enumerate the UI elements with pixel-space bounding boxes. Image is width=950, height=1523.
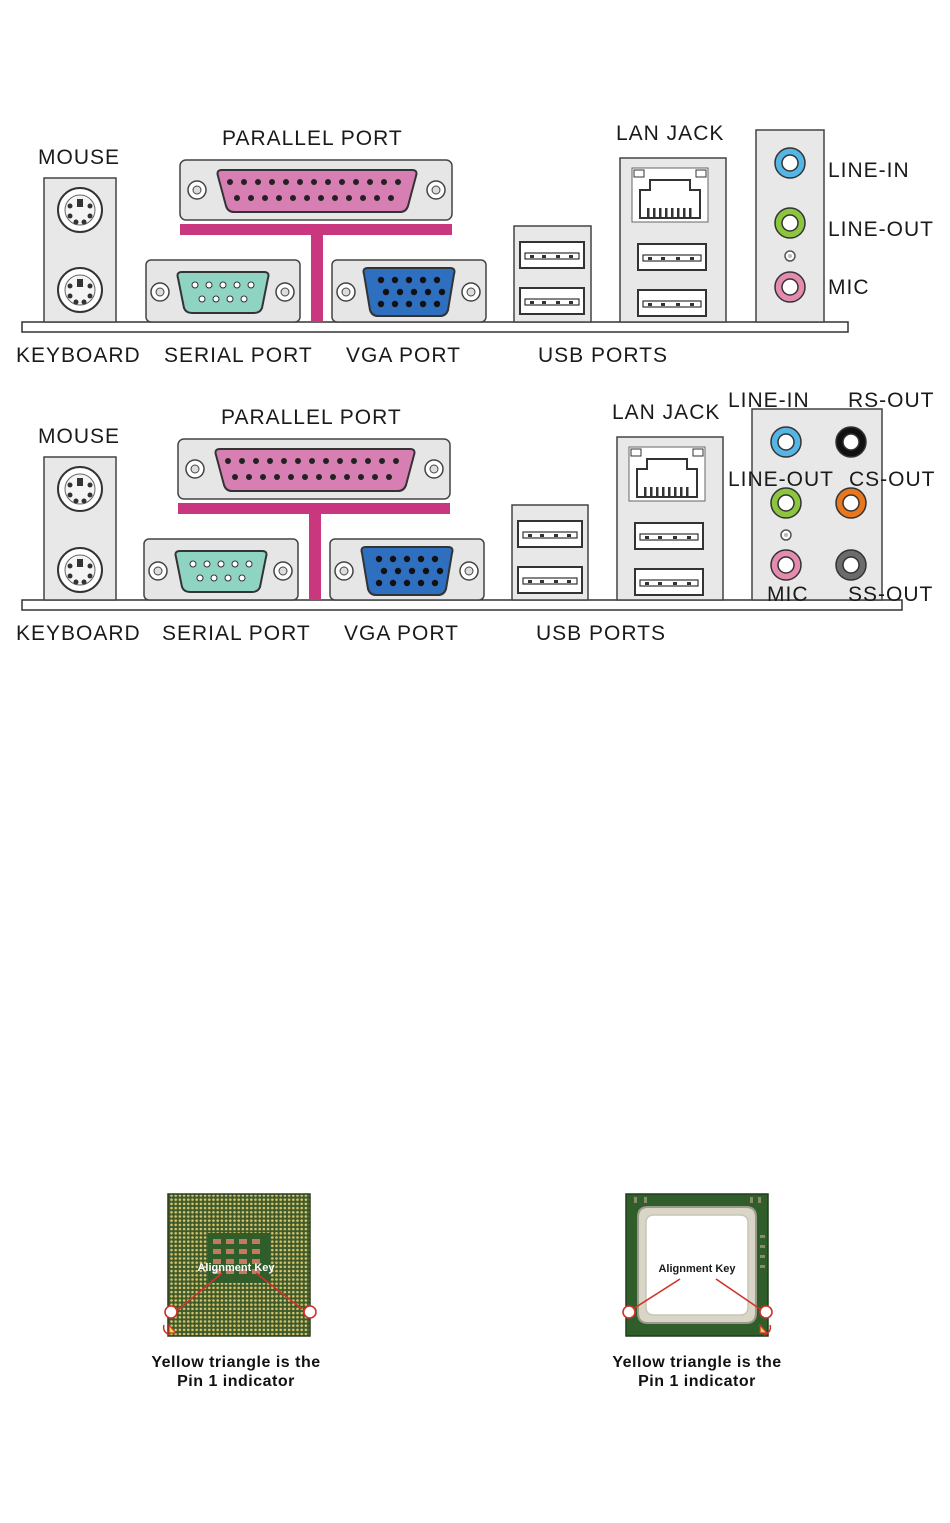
usb-port — [517, 566, 583, 594]
alignment-key-label: Alignment Key — [197, 1262, 275, 1274]
notch-marker — [303, 1305, 317, 1319]
notch-marker — [164, 1305, 178, 1319]
caption-line-2: Pin 1 indicator — [638, 1373, 756, 1390]
cpu-diagram-left: Alignment Key Yellow triangle is the Pin… — [140, 1185, 340, 1390]
usb-stack — [513, 225, 592, 323]
serial-port-label: SERIAL PORT — [164, 344, 313, 367]
parallel-port-label: PARALLEL PORT — [221, 406, 402, 429]
rs-out-label: RS-OUT — [848, 389, 935, 412]
keyboard-port — [57, 547, 103, 593]
io-panel-bottom-drawing — [21, 408, 903, 611]
serial-port — [143, 538, 299, 601]
cpu-right-caption: Yellow triangle is the Pin 1 indicator — [567, 1353, 827, 1391]
keyboard-port — [57, 267, 103, 313]
line-in-label: LINE-IN — [828, 159, 910, 182]
usb-port — [519, 241, 585, 269]
usb-port — [634, 568, 704, 596]
caption-line-1: Yellow triangle is the — [151, 1354, 321, 1371]
line-in-jack — [770, 426, 802, 458]
vga-port-label: VGA PORT — [346, 344, 461, 367]
parallel-port — [179, 159, 453, 221]
pin1-triangle-icon — [168, 1323, 178, 1334]
keyboard-label: KEYBOARD — [16, 622, 141, 645]
ss-out-label: SS-OUT — [848, 583, 934, 606]
audio-stack — [755, 129, 825, 323]
line-out-jack — [770, 487, 802, 519]
usb-port — [637, 289, 707, 317]
ss-out-jack — [835, 549, 867, 581]
usb-stack — [511, 504, 589, 601]
cpu-right-drawing: Alignment Key — [622, 1193, 773, 1337]
rs-out-jack — [835, 426, 867, 458]
keyboard-label: KEYBOARD — [16, 344, 141, 367]
notch-marker — [759, 1305, 773, 1319]
cpu-diagram-right: Alignment Key Yellow triangle is the Pin… — [600, 1185, 800, 1390]
notch-marker — [622, 1305, 636, 1319]
parallel-port-label: PARALLEL PORT — [222, 127, 403, 150]
mic-jack — [774, 271, 806, 303]
vga-port-label: VGA PORT — [344, 622, 459, 645]
usb-port — [637, 243, 707, 271]
mouse-port — [57, 187, 103, 233]
line-in-label: LINE-IN — [728, 389, 810, 412]
alignment-key-label: Alignment Key — [658, 1263, 736, 1275]
usb-port — [634, 522, 704, 550]
io-panel-top: MOUSE KEYBOARD PARALLEL PORT SERIAL PORT… — [0, 0, 950, 380]
line-in-jack — [774, 147, 806, 179]
line-out-label: LINE-OUT — [828, 218, 935, 241]
mic-jack — [770, 549, 802, 581]
serial-port-label: SERIAL PORT — [162, 622, 311, 645]
caption-line-1: Yellow triangle is the — [612, 1354, 782, 1371]
vga-port — [329, 538, 485, 601]
cpu-left-drawing: Alignment Key — [162, 1193, 317, 1337]
ps2-stack — [43, 456, 117, 601]
lan-jack-label: LAN JACK — [612, 401, 721, 424]
cs-out-label: CS-OUT — [849, 468, 936, 491]
mouse-port — [57, 466, 103, 512]
mic-label: MIC — [828, 276, 870, 299]
usb-port — [519, 287, 585, 315]
lan-port — [631, 167, 709, 223]
ps2-stack — [43, 177, 117, 323]
line-out-label: LINE-OUT — [728, 468, 835, 491]
serial-port — [145, 259, 301, 323]
vga-port — [331, 259, 487, 323]
io-panel-bottom: MOUSE KEYBOARD PARALLEL PORT SERIAL PORT… — [0, 380, 950, 660]
lan-jack-label: LAN JACK — [616, 122, 725, 145]
pin1-triangle-icon — [759, 1323, 769, 1334]
lan-usb-stack — [616, 436, 724, 601]
magenta-stem — [309, 503, 321, 600]
lan-port — [628, 446, 706, 502]
caption-line-2: Pin 1 indicator — [177, 1373, 295, 1390]
cs-out-jack — [835, 487, 867, 519]
base-plate — [21, 321, 849, 333]
audio-stack-6 — [751, 408, 883, 601]
parallel-port — [177, 438, 451, 500]
cpu-left-caption: Yellow triangle is the Pin 1 indicator — [106, 1353, 366, 1391]
magenta-stem — [311, 224, 323, 322]
usb-port — [517, 520, 583, 548]
usb-ports-label: USB PORTS — [536, 622, 666, 645]
usb-ports-label: USB PORTS — [538, 344, 668, 367]
mouse-label: MOUSE — [38, 425, 121, 448]
lan-usb-stack — [619, 157, 727, 323]
mouse-label: MOUSE — [38, 146, 121, 169]
line-out-jack — [774, 207, 806, 239]
mic-label: MIC — [767, 583, 809, 606]
io-panel-top-drawing — [21, 129, 849, 333]
